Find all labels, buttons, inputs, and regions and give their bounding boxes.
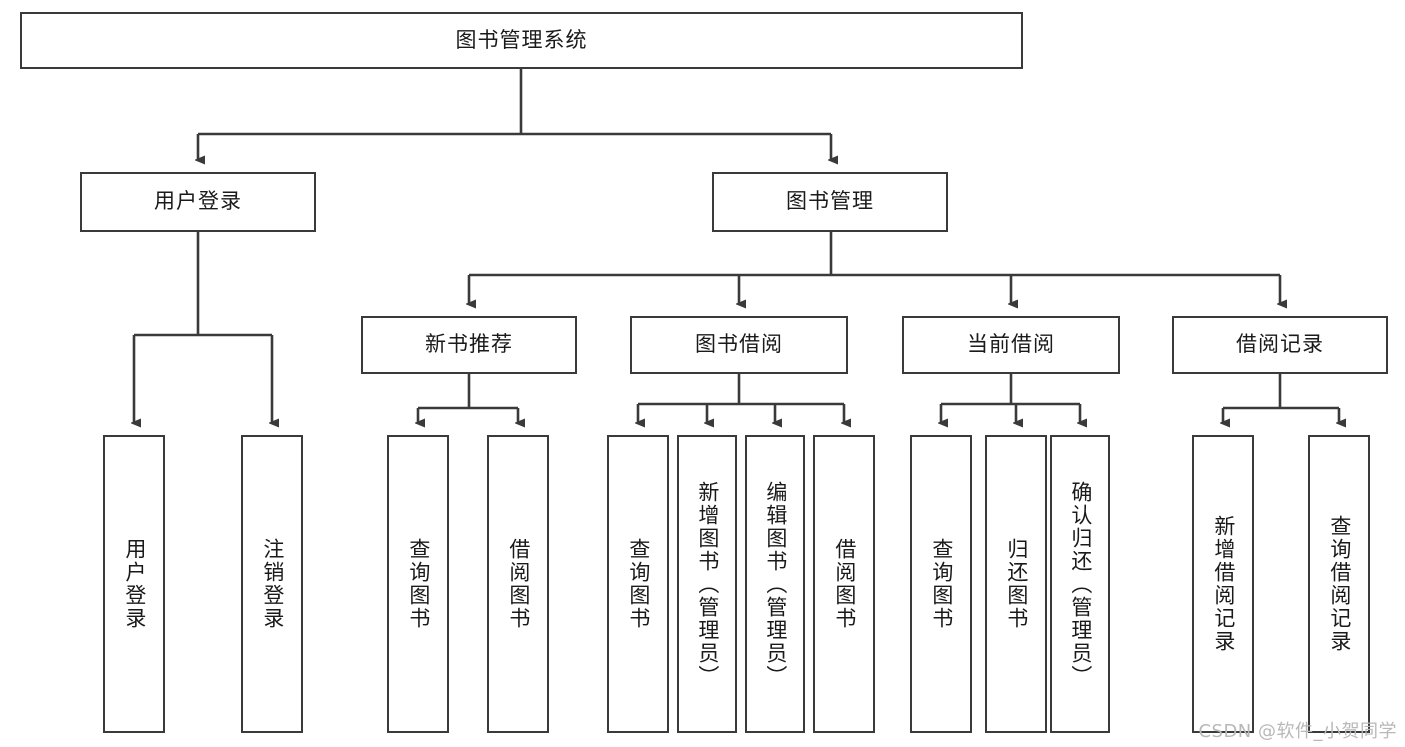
node-leaf-borrow-book-recommend[interactable]: 借阅图书 (487, 435, 549, 733)
node-new-book-recommend-label: 新书推荐 (425, 332, 513, 357)
node-user-login[interactable]: 用户登录 (80, 172, 316, 232)
node-leaf-borrow-book[interactable]: 借阅图书 (813, 435, 875, 733)
node-leaf-query-borrow-record-label: 查询借阅记录 (1327, 515, 1352, 653)
node-root-system[interactable]: 图书管理系统 (20, 12, 1023, 69)
node-book-borrow[interactable]: 图书借阅 (630, 316, 848, 374)
node-leaf-user-logout-label: 注销登录 (260, 538, 285, 630)
node-leaf-user-login[interactable]: 用户登录 (103, 435, 165, 733)
node-borrow-record-label: 借阅记录 (1236, 332, 1324, 357)
node-leaf-borrow-book-recommend-label: 借阅图书 (506, 538, 531, 630)
node-leaf-return-book[interactable]: 归还图书 (985, 435, 1047, 733)
node-current-borrow-label: 当前借阅 (967, 332, 1055, 357)
watermark-text: CSDN @软件_小贺同学 (1198, 721, 1397, 742)
node-book-borrow-label: 图书借阅 (695, 332, 783, 357)
node-current-borrow[interactable]: 当前借阅 (902, 316, 1120, 374)
node-leaf-add-borrow-record-label: 新增借阅记录 (1211, 515, 1236, 653)
node-root-system-label: 图书管理系统 (455, 27, 588, 52)
node-leaf-return-book-label: 归还图书 (1004, 538, 1029, 630)
node-leaf-confirm-return-admin[interactable]: 确认归还（管理员） (1050, 435, 1110, 733)
node-leaf-query-book-recommend-label: 查询图书 (406, 538, 431, 630)
node-book-manage-label: 图书管理 (786, 189, 874, 214)
node-leaf-user-login-label: 用户登录 (122, 538, 147, 630)
node-leaf-add-book-admin-label: 新增图书（管理员） (695, 480, 720, 688)
node-book-manage[interactable]: 图书管理 (712, 172, 948, 232)
node-leaf-query-book-borrow[interactable]: 查询图书 (607, 435, 669, 733)
node-leaf-add-book-admin[interactable]: 新增图书（管理员） (677, 435, 737, 733)
node-user-login-label: 用户登录 (154, 189, 242, 214)
node-leaf-query-book-current[interactable]: 查询图书 (910, 435, 972, 733)
node-leaf-edit-book-admin[interactable]: 编辑图书（管理员） (745, 435, 805, 733)
node-leaf-query-borrow-record[interactable]: 查询借阅记录 (1308, 435, 1370, 733)
node-leaf-add-borrow-record[interactable]: 新增借阅记录 (1192, 435, 1254, 733)
node-leaf-query-book-current-label: 查询图书 (929, 538, 954, 630)
node-leaf-query-book-recommend[interactable]: 查询图书 (387, 435, 449, 733)
node-leaf-user-logout[interactable]: 注销登录 (241, 435, 303, 733)
node-leaf-query-book-borrow-label: 查询图书 (626, 538, 651, 630)
node-borrow-record[interactable]: 借阅记录 (1172, 316, 1388, 374)
node-leaf-edit-book-admin-label: 编辑图书（管理员） (763, 480, 788, 688)
node-leaf-confirm-return-admin-label: 确认归还（管理员） (1068, 480, 1093, 688)
node-leaf-borrow-book-label: 借阅图书 (832, 538, 857, 630)
node-new-book-recommend[interactable]: 新书推荐 (361, 316, 577, 374)
